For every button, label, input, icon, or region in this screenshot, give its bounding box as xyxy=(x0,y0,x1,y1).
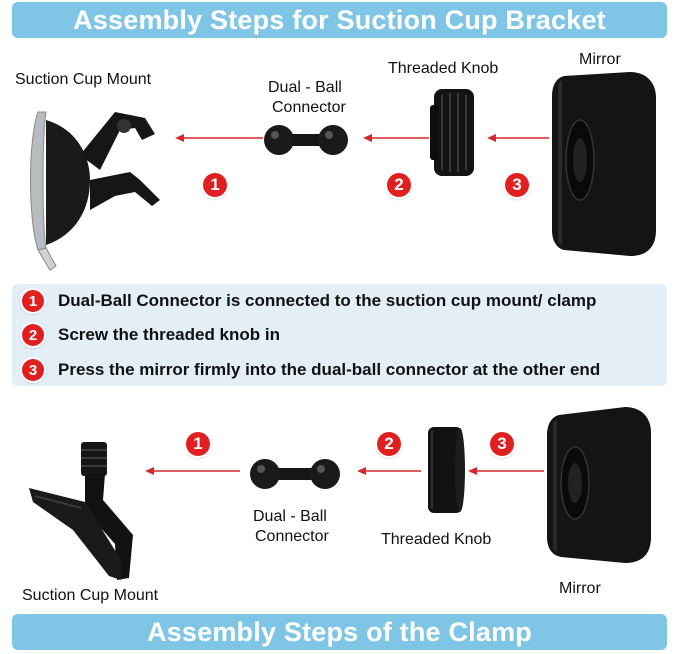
top-step-badge-3: 3 xyxy=(505,173,529,197)
top-mirror-label: Mirror xyxy=(579,51,621,68)
instruction-text-1: Dual-Ball Connector is connected to the … xyxy=(58,291,597,310)
threaded-knob-image xyxy=(430,89,474,176)
top-step-badge-1: 1 xyxy=(203,173,227,197)
top-arrow-3 xyxy=(487,134,549,142)
instruction-badge-2: 2 xyxy=(22,324,44,346)
top-threaded-knob-label: Threaded Knob xyxy=(388,60,499,77)
top-banner: Assembly Steps for Suction Cup Bracket xyxy=(12,2,667,38)
instruction-row-1: 1 Dual-Ball Connector is connected to th… xyxy=(22,288,596,314)
top-arrow-1 xyxy=(175,134,263,142)
instruction-badge-3: 3 xyxy=(22,359,44,381)
mirror-image xyxy=(552,72,656,256)
bottom-step-badge-3: 3 xyxy=(490,432,514,456)
bottom-suction-cup-mount-label: Suction Cup Mount xyxy=(22,587,159,604)
bottom-mirror-image xyxy=(547,407,651,563)
top-step-badge-2: 2 xyxy=(387,173,411,197)
bottom-threaded-knob-label: Threaded Knob xyxy=(381,531,492,548)
bottom-step-badge-1: 1 xyxy=(186,432,210,456)
instruction-row-3: 3 Press the mirror firmly into the dual-… xyxy=(22,357,600,383)
bottom-dual-ball-connector-image xyxy=(250,459,340,489)
bottom-dual-ball-label-line2: Connector xyxy=(255,528,329,545)
clamp-image xyxy=(29,442,133,580)
instruction-badge-1: 1 xyxy=(22,290,44,312)
top-dual-ball-label-line2: Connector xyxy=(272,99,346,116)
bottom-arrow-2 xyxy=(357,467,421,475)
bottom-banner: Assembly Steps of the Clamp xyxy=(12,614,667,650)
instruction-text-3: Press the mirror firmly into the dual-ba… xyxy=(58,360,601,379)
bottom-arrow-1 xyxy=(145,467,240,475)
suction-cup-mount-image xyxy=(30,111,160,271)
instruction-row-2: 2 Screw the threaded knob in xyxy=(22,322,280,348)
top-dual-ball-label-line1: Dual - Ball xyxy=(268,79,342,96)
instruction-text-2: Screw the threaded knob in xyxy=(58,325,280,344)
top-banner-title: Assembly Steps for Suction Cup Bracket xyxy=(73,4,606,35)
bottom-dual-ball-label-line1: Dual - Ball xyxy=(253,508,327,525)
bottom-threaded-knob-image xyxy=(428,427,465,513)
bottom-step-badge-2: 2 xyxy=(377,432,401,456)
dual-ball-connector-image xyxy=(264,125,348,155)
bottom-banner-title: Assembly Steps of the Clamp xyxy=(147,616,532,647)
top-arrow-2 xyxy=(363,134,429,142)
bottom-mirror-label: Mirror xyxy=(559,580,601,597)
instructions-box: 1 Dual-Ball Connector is connected to th… xyxy=(12,284,667,386)
bottom-arrow-3 xyxy=(468,467,544,475)
top-suction-cup-mount-label: Suction Cup Mount xyxy=(15,71,152,88)
